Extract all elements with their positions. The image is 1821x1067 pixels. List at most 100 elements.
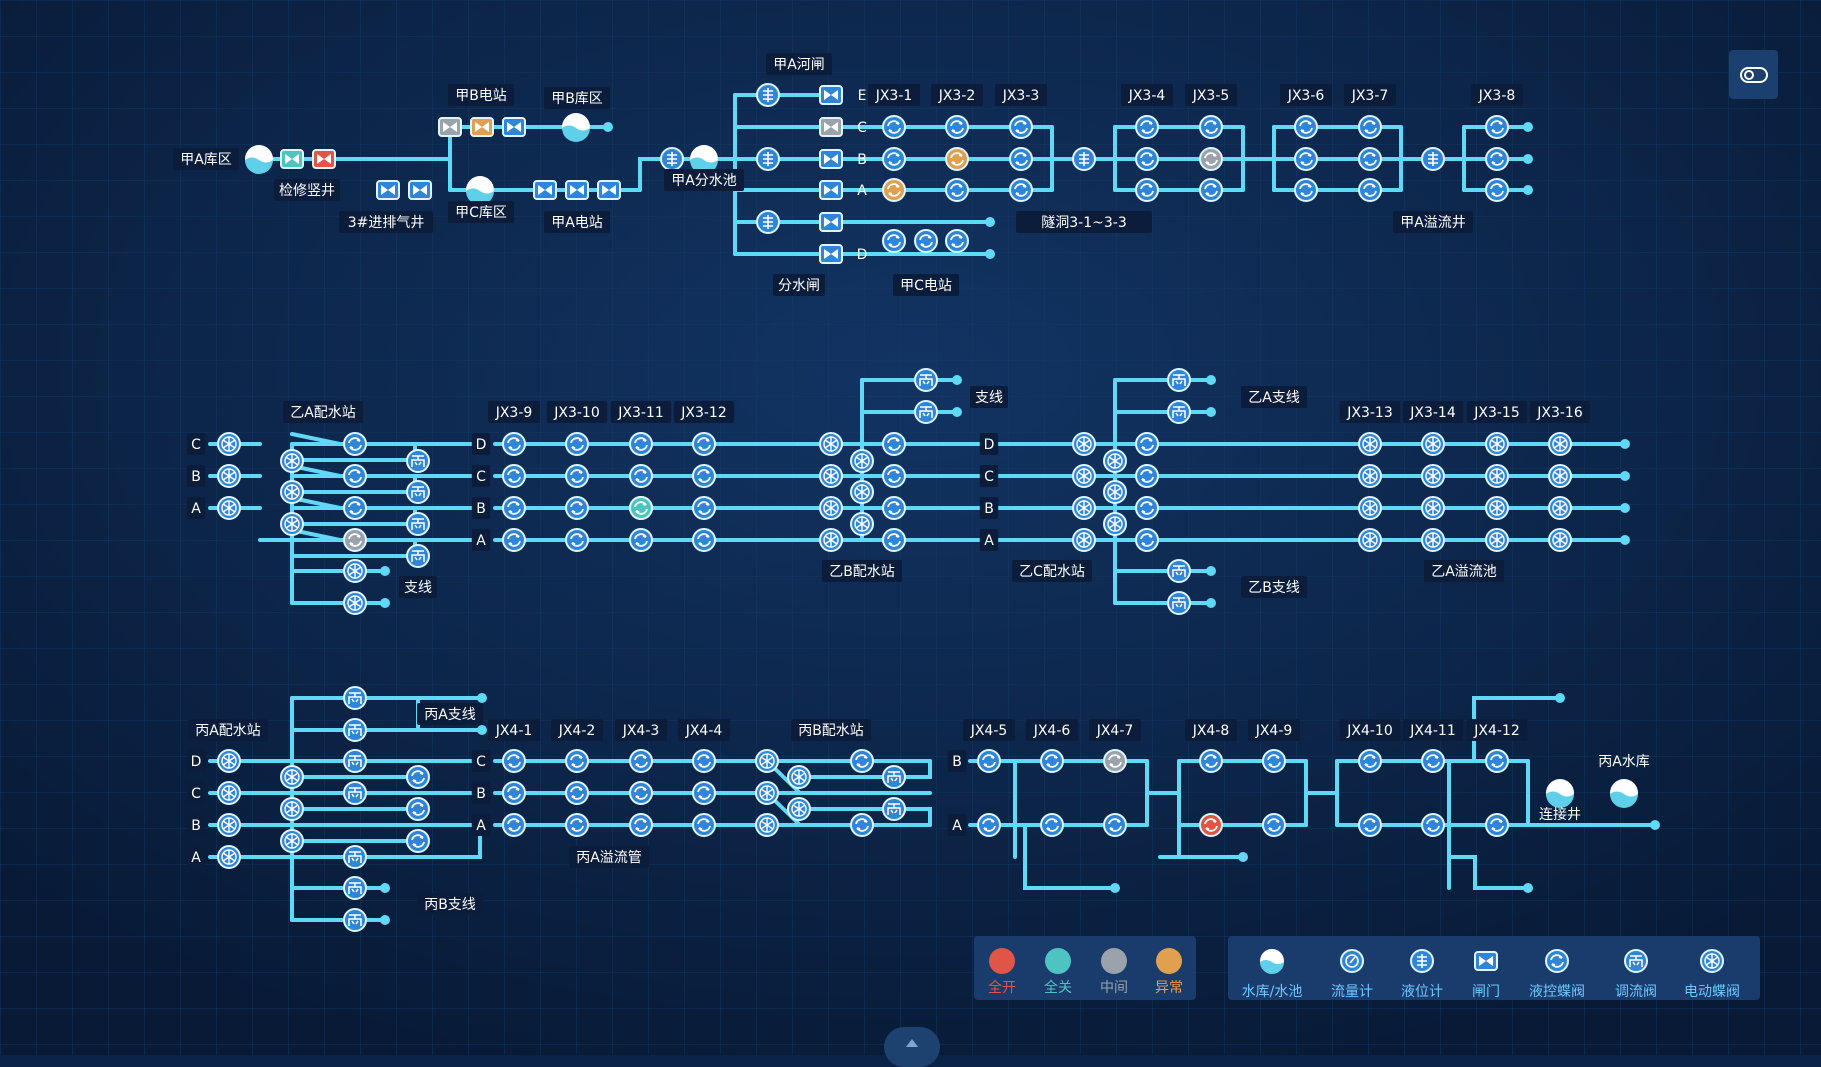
gate-icon[interactable]: [408, 180, 432, 200]
electric-butterfly-valve-icon[interactable]: [1072, 432, 1096, 456]
gate-icon[interactable]: [819, 244, 843, 264]
electric-butterfly-valve-icon[interactable]: [1548, 496, 1572, 520]
flow-regulating-valve-icon[interactable]: [343, 781, 367, 805]
hydraulic-butterfly-valve-icon[interactable]: [914, 229, 938, 253]
gate-icon[interactable]: [438, 117, 462, 137]
hydraulic-butterfly-valve-icon[interactable]: [502, 749, 526, 773]
hydraulic-butterfly-valve-icon[interactable]: [945, 115, 969, 139]
reservoir-icon[interactable]: [466, 176, 494, 205]
electric-butterfly-valve-icon[interactable]: [819, 528, 843, 552]
hydraulic-butterfly-valve-icon[interactable]: [406, 829, 430, 853]
flow-regulating-valve-icon[interactable]: [882, 797, 906, 821]
hydraulic-butterfly-valve-icon[interactable]: [882, 147, 906, 171]
hydraulic-butterfly-valve-icon[interactable]: [565, 749, 589, 773]
electric-butterfly-valve-icon[interactable]: [280, 480, 304, 504]
electric-butterfly-valve-icon[interactable]: [1103, 512, 1127, 536]
hydraulic-butterfly-valve-icon[interactable]: [629, 813, 653, 837]
hydraulic-butterfly-valve-icon[interactable]: [629, 781, 653, 805]
gate-icon[interactable]: [819, 180, 843, 200]
electric-butterfly-valve-icon[interactable]: [217, 496, 241, 520]
flow-regulating-valve-icon[interactable]: [882, 765, 906, 789]
hydraulic-butterfly-valve-icon[interactable]: [502, 528, 526, 552]
hydraulic-butterfly-valve-icon[interactable]: [1485, 749, 1509, 773]
level-gauge-icon[interactable]: [756, 210, 780, 234]
hydraulic-butterfly-valve-icon[interactable]: [565, 496, 589, 520]
hydraulic-butterfly-valve-icon[interactable]: [1135, 464, 1159, 488]
hydraulic-butterfly-valve-icon[interactable]: [882, 229, 906, 253]
hydraulic-butterfly-valve-icon[interactable]: [692, 781, 716, 805]
flow-regulating-valve-icon[interactable]: [406, 512, 430, 536]
electric-butterfly-valve-icon[interactable]: [787, 797, 811, 821]
gate-icon[interactable]: [819, 85, 843, 105]
electric-butterfly-valve-icon[interactable]: [1072, 528, 1096, 552]
flow-regulating-valve-icon[interactable]: [1167, 559, 1191, 583]
hydraulic-butterfly-valve-icon[interactable]: [882, 528, 906, 552]
gate-icon[interactable]: [312, 149, 336, 169]
flow-regulating-valve-icon[interactable]: [343, 718, 367, 742]
level-gauge-icon[interactable]: [660, 147, 684, 171]
hydraulic-butterfly-valve-icon[interactable]: [1294, 147, 1318, 171]
hydraulic-butterfly-valve-icon[interactable]: [692, 432, 716, 456]
hydraulic-butterfly-valve-icon[interactable]: [1135, 432, 1159, 456]
electric-butterfly-valve-icon[interactable]: [1548, 432, 1572, 456]
hydraulic-butterfly-valve-icon[interactable]: [1135, 178, 1159, 202]
hydraulic-butterfly-valve-icon[interactable]: [945, 178, 969, 202]
electric-butterfly-valve-icon[interactable]: [343, 591, 367, 615]
gate-icon[interactable]: [597, 180, 621, 200]
hydraulic-butterfly-valve-icon[interactable]: [850, 749, 874, 773]
reservoir-icon[interactable]: [1546, 779, 1574, 808]
hydraulic-butterfly-valve-icon[interactable]: [692, 496, 716, 520]
electric-butterfly-valve-icon[interactable]: [1485, 528, 1509, 552]
hydraulic-butterfly-valve-icon[interactable]: [629, 464, 653, 488]
electric-butterfly-valve-icon[interactable]: [1485, 496, 1509, 520]
hydraulic-butterfly-valve-icon[interactable]: [1135, 528, 1159, 552]
hydraulic-butterfly-valve-icon[interactable]: [1135, 496, 1159, 520]
flow-regulating-valve-icon[interactable]: [343, 749, 367, 773]
hydraulic-butterfly-valve-icon[interactable]: [1485, 178, 1509, 202]
electric-butterfly-valve-icon[interactable]: [1103, 449, 1127, 473]
level-gauge-icon[interactable]: [1072, 147, 1096, 171]
level-gauge-icon[interactable]: [756, 83, 780, 107]
electric-butterfly-valve-icon[interactable]: [1421, 528, 1445, 552]
electric-butterfly-valve-icon[interactable]: [1548, 464, 1572, 488]
electric-butterfly-valve-icon[interactable]: [1358, 464, 1382, 488]
hydraulic-butterfly-valve-icon[interactable]: [343, 464, 367, 488]
hydraulic-butterfly-valve-icon[interactable]: [1040, 813, 1064, 837]
hydraulic-butterfly-valve-icon[interactable]: [882, 496, 906, 520]
flow-regulating-valve-icon[interactable]: [1167, 368, 1191, 392]
hydraulic-butterfly-valve-icon[interactable]: [565, 813, 589, 837]
electric-butterfly-valve-icon[interactable]: [1485, 432, 1509, 456]
electric-butterfly-valve-icon[interactable]: [280, 797, 304, 821]
hydraulic-butterfly-valve-icon[interactable]: [629, 432, 653, 456]
electric-butterfly-valve-icon[interactable]: [1103, 480, 1127, 504]
hydraulic-butterfly-valve-icon[interactable]: [882, 115, 906, 139]
hydraulic-butterfly-valve-icon[interactable]: [1199, 813, 1223, 837]
electric-butterfly-valve-icon[interactable]: [280, 512, 304, 536]
hydraulic-butterfly-valve-icon[interactable]: [565, 781, 589, 805]
hydraulic-butterfly-valve-icon[interactable]: [343, 496, 367, 520]
hydraulic-butterfly-valve-icon[interactable]: [1199, 115, 1223, 139]
hydraulic-butterfly-valve-icon[interactable]: [343, 432, 367, 456]
electric-butterfly-valve-icon[interactable]: [217, 432, 241, 456]
electric-butterfly-valve-icon[interactable]: [217, 813, 241, 837]
hydraulic-butterfly-valve-icon[interactable]: [343, 528, 367, 552]
hydraulic-butterfly-valve-icon[interactable]: [692, 813, 716, 837]
gate-icon[interactable]: [533, 180, 557, 200]
gate-icon[interactable]: [502, 117, 526, 137]
hydraulic-butterfly-valve-icon[interactable]: [565, 432, 589, 456]
hydraulic-butterfly-valve-icon[interactable]: [1294, 178, 1318, 202]
hydraulic-butterfly-valve-icon[interactable]: [1199, 147, 1223, 171]
electric-butterfly-valve-icon[interactable]: [217, 781, 241, 805]
hydraulic-butterfly-valve-icon[interactable]: [1199, 178, 1223, 202]
electric-butterfly-valve-icon[interactable]: [217, 845, 241, 869]
electric-butterfly-valve-icon[interactable]: [850, 449, 874, 473]
reservoir-icon[interactable]: [562, 113, 590, 142]
hydraulic-butterfly-valve-icon[interactable]: [1135, 147, 1159, 171]
electric-butterfly-valve-icon[interactable]: [787, 765, 811, 789]
electric-butterfly-valve-icon[interactable]: [1548, 528, 1572, 552]
view-toggle-button[interactable]: [1729, 50, 1778, 99]
flow-regulating-valve-icon[interactable]: [914, 400, 938, 424]
flow-regulating-valve-icon[interactable]: [406, 544, 430, 568]
hydraulic-butterfly-valve-icon[interactable]: [1040, 749, 1064, 773]
reservoir-icon[interactable]: [245, 145, 273, 174]
